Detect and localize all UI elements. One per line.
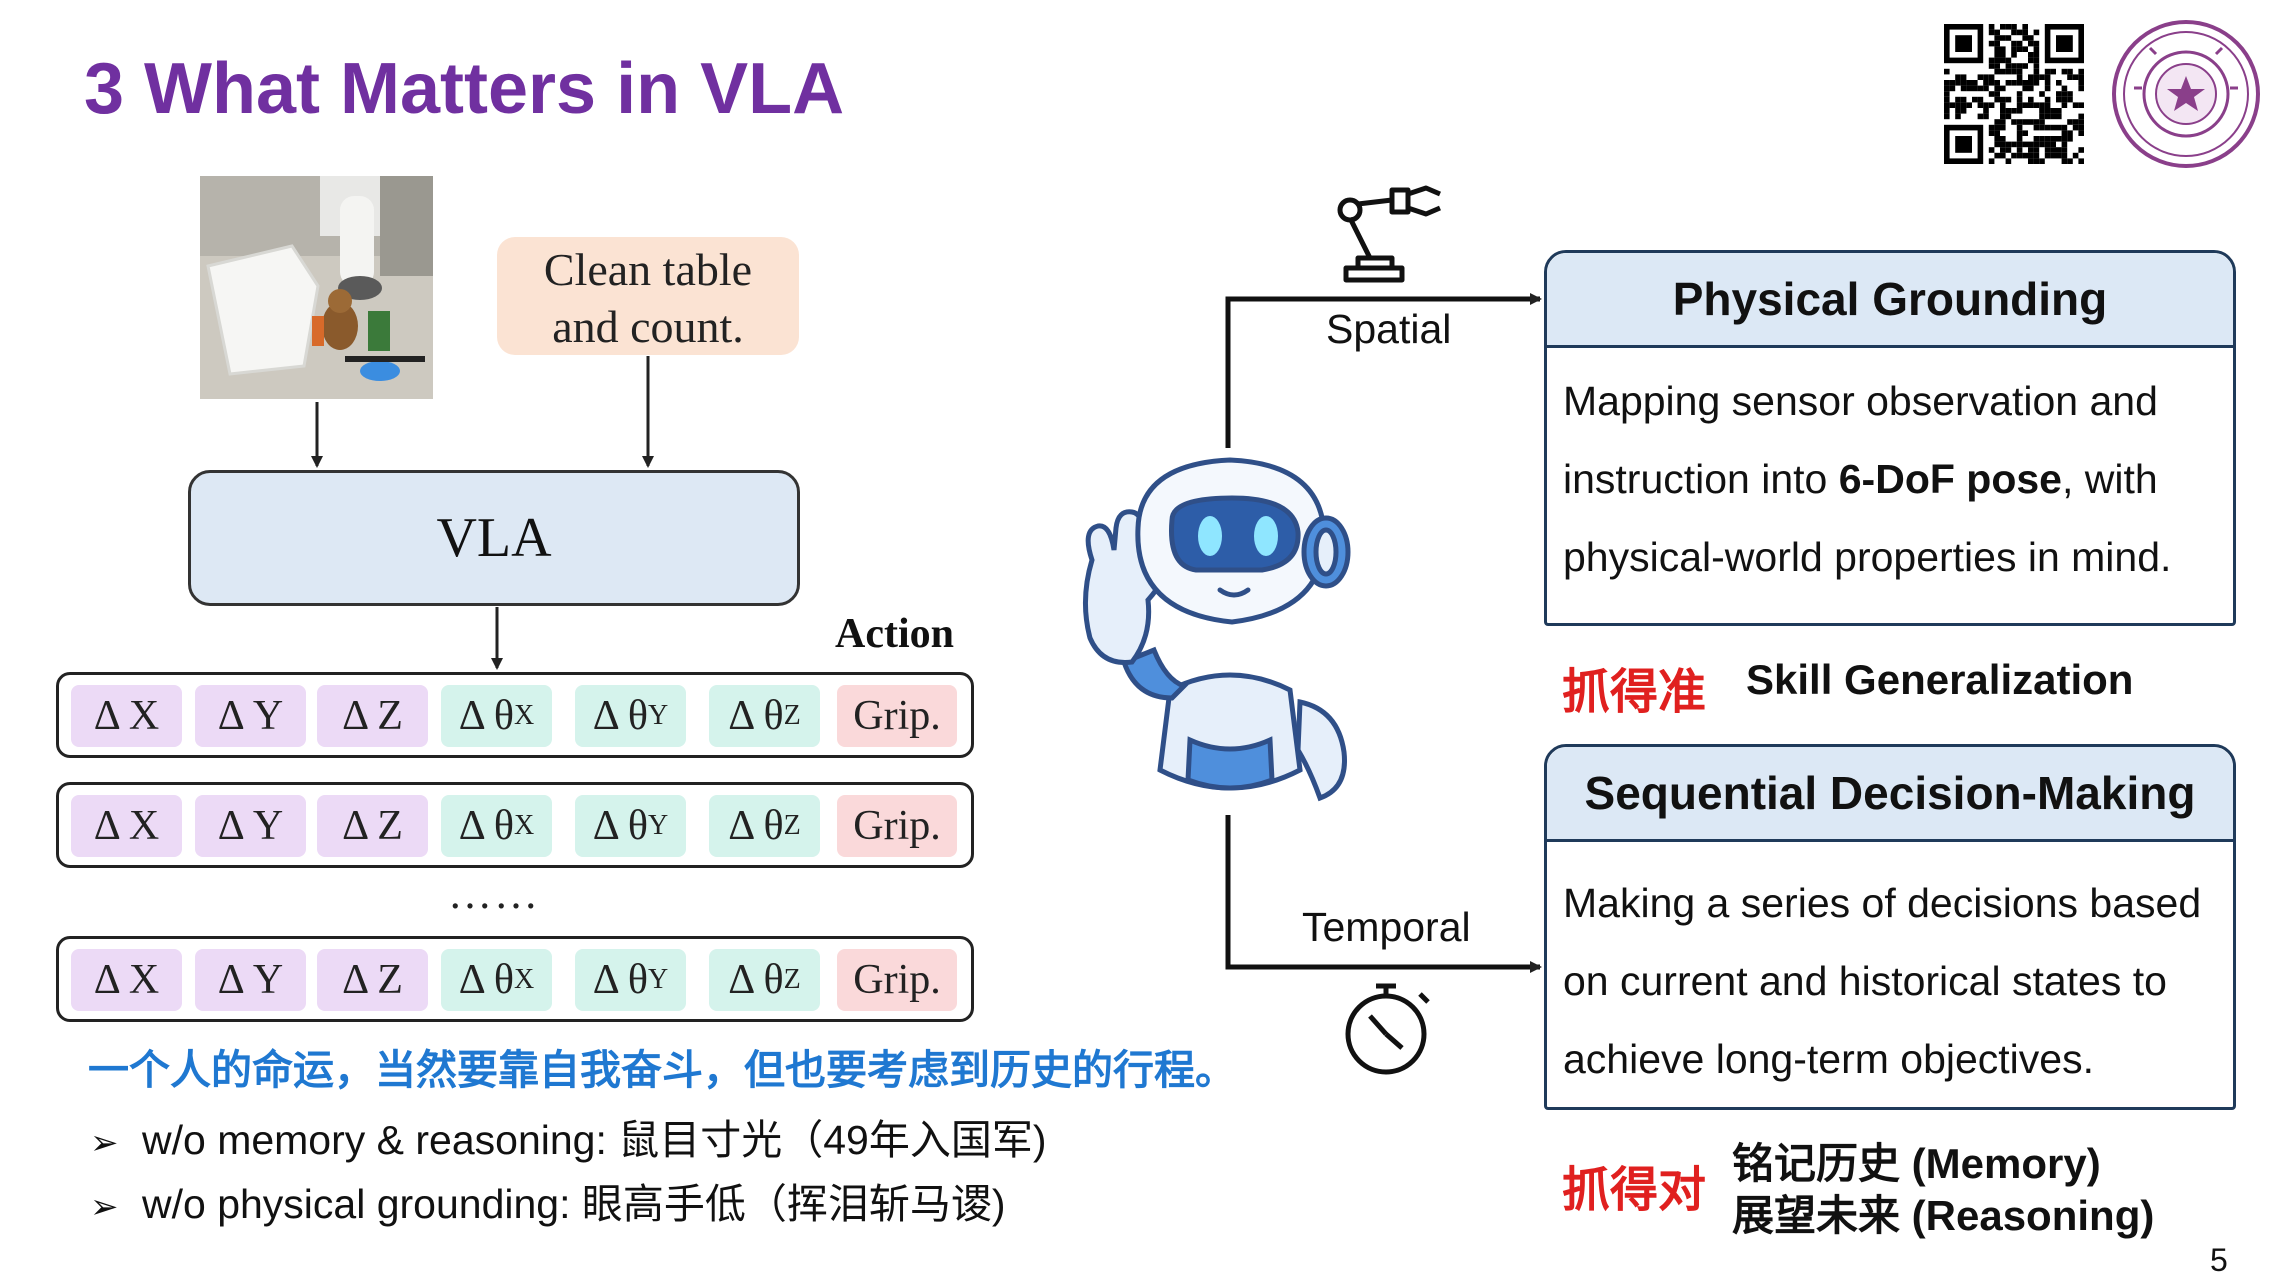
action-token-subscript: Y (648, 964, 669, 995)
action-token-subscript: Y (648, 700, 669, 731)
action-token-label: Δ θ (592, 803, 649, 849)
action-token-label: Grip. (853, 803, 941, 849)
grounding-line-2-pre: instruction into (1563, 456, 1839, 502)
physical-grounding-body: Mapping sensor observation and instructi… (1547, 348, 2233, 596)
action-token-subscript: Z (783, 964, 801, 995)
action-token: Δ X (71, 795, 182, 857)
quote-text: 一个人的命运，当然要靠自我奋斗，但也要考虑到历史的行程。 (88, 1047, 1236, 1093)
action-token-label: Δ X (93, 803, 160, 849)
action-token: Δ Z (317, 949, 428, 1011)
decision-line-1: Making a series of decisions based (1563, 880, 2202, 926)
action-token-label: Δ Z (342, 693, 403, 739)
action-token-subscript: X (514, 810, 535, 841)
decision-tag-cn: 抓得对 (1562, 1164, 1707, 1217)
action-token: Δ X (71, 685, 182, 747)
robot-mascot-icon (1082, 457, 1351, 802)
action-token-subscript: Y (648, 810, 669, 841)
action-token-label: Δ θ (458, 693, 515, 739)
action-token-label: Δ Y (217, 803, 284, 849)
action-token: Δ X (71, 949, 182, 1011)
grounding-line-1: Mapping sensor observation and (1563, 378, 2158, 424)
arrow-bullet-icon: ➢ (90, 1188, 119, 1226)
university-seal-icon (2112, 20, 2260, 168)
ellipsis: …… (448, 869, 540, 918)
slide-title: 3 What Matters in VLA (84, 49, 845, 129)
action-token-label: Δ θ (458, 957, 515, 1003)
decision-tag-line-2: 展望未来 (Reasoning) (1732, 1192, 2155, 1239)
bullet-item: ➢ w/o physical grounding: 眼高手低（挥泪斩马谡) (90, 1170, 1006, 1230)
physical-grounding-box: Physical Grounding Mapping sensor observ… (1544, 250, 2236, 626)
arrow-bullet-icon: ➢ (90, 1124, 119, 1162)
bullet-text: w/o physical grounding: 眼高手低（挥泪斩马谡) (142, 1181, 1006, 1227)
instruction-line-2: and count. (552, 301, 744, 352)
vla-model-box: VLA (188, 470, 800, 606)
instruction-line-1: Clean table (543, 244, 753, 295)
grounding-line-2-post: , with (2062, 456, 2158, 502)
action-token-label: Δ X (93, 693, 160, 739)
grounding-line-2-bold: 6-DoF pose (1838, 456, 2062, 502)
decision-tag-line-1: 铭记历史 (Memory) (1732, 1140, 2101, 1187)
action-token-subscript: Z (783, 700, 801, 731)
action-token: Grip. (837, 685, 957, 747)
bullet-item: ➢ w/o memory & reasoning: 鼠目寸光（49年入国军) (90, 1106, 1047, 1166)
action-token: Grip. (837, 795, 957, 857)
action-token-label: Δ Y (217, 693, 284, 739)
action-token: Δ Y (195, 795, 306, 857)
action-token-label: Δ θ (728, 693, 784, 739)
sequential-decision-box: Sequential Decision-Making Making a seri… (1544, 744, 2236, 1110)
action-token-label: Δ X (93, 957, 160, 1003)
action-token-subscript: X (514, 700, 535, 731)
action-token-label: Δ θ (728, 803, 784, 849)
decision-line-2: on current and historical states to (1563, 958, 2167, 1004)
sequential-decision-title: Sequential Decision-Making (1547, 747, 2233, 842)
robot-arm-icon (1337, 185, 1441, 283)
stopwatch-icon (1345, 983, 1430, 1075)
action-token-label: Δ θ (592, 693, 649, 739)
action-label: Action (835, 611, 954, 657)
action-token: Δ Z (317, 685, 428, 747)
action-token: Δ Y (195, 949, 306, 1011)
scene-photo (200, 176, 433, 399)
action-token-label: Grip. (853, 693, 941, 739)
action-token-label: Δ Y (217, 957, 284, 1003)
vla-label: VLA (436, 507, 552, 569)
instruction-box: Clean table and count. (497, 237, 799, 355)
grounding-tag-en: Skill Generalization (1746, 656, 2134, 703)
bullet-text: w/o memory & reasoning: 鼠目寸光（49年入国军) (142, 1117, 1047, 1163)
action-token-label: Δ θ (728, 957, 784, 1003)
page-number: 5 (2210, 1242, 2228, 1278)
action-token-label: Δ Z (342, 957, 403, 1003)
action-token-subscript: X (514, 964, 535, 995)
action-token: Δ Z (317, 795, 428, 857)
spatial-label: Spatial (1326, 306, 1452, 352)
physical-grounding-title: Physical Grounding (1547, 253, 2233, 348)
action-token-label: Δ θ (592, 957, 649, 1003)
action-token-label: Δ θ (458, 803, 515, 849)
decision-line-3: achieve long-term objectives. (1563, 1036, 2094, 1082)
grounding-line-2: instruction into 6-DoF pose, with (1563, 440, 2217, 518)
action-token-label: Δ Z (342, 803, 403, 849)
action-token: Grip. (837, 949, 957, 1011)
temporal-label: Temporal (1302, 904, 1471, 950)
action-token: Δ Y (195, 685, 306, 747)
grounding-line-3: physical-world properties in mind. (1563, 534, 2172, 580)
action-token-label: Grip. (853, 957, 941, 1003)
sequential-decision-body: Making a series of decisions based on cu… (1547, 842, 2233, 1098)
action-token-subscript: Z (783, 810, 801, 841)
grounding-tag-cn: 抓得准 (1562, 666, 1707, 719)
qr-code-icon (1944, 24, 2084, 164)
